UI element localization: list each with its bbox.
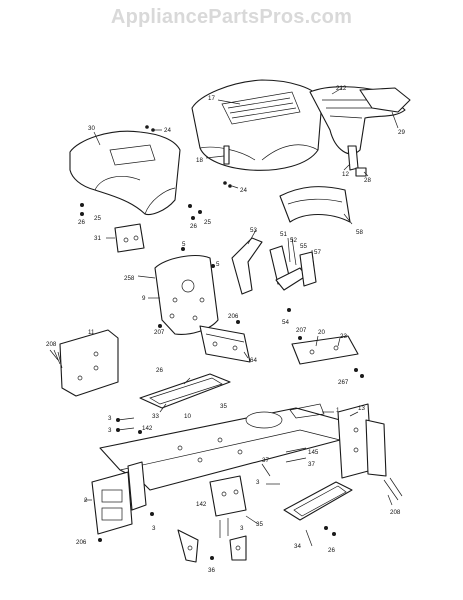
dash-panel-part[interactable] — [69, 130, 181, 216]
callout-25: 25 — [94, 215, 101, 222]
leader-lines — [84, 87, 399, 547]
callout-18: 18 — [196, 157, 203, 164]
callout-37: 37 — [308, 461, 315, 468]
callout-53: 53 — [250, 227, 257, 234]
callout-30: 30 — [88, 125, 95, 132]
callout-208: 208 — [390, 509, 401, 516]
dash-bracket-part[interactable] — [114, 223, 145, 253]
front-bumper-part[interactable] — [91, 471, 133, 535]
callout-2: 2 — [84, 497, 88, 504]
rear-plate-part[interactable] — [337, 403, 403, 501]
hood-side-grille-part[interactable] — [309, 86, 411, 155]
callout-3: 3 — [108, 427, 112, 434]
callout-206: 206 — [228, 313, 239, 320]
callout-20: 20 — [318, 329, 325, 336]
callout-26: 26 — [78, 219, 85, 226]
right-footrest-part[interactable] — [283, 481, 353, 536]
callout-64: 64 — [250, 357, 257, 364]
callout-29: 29 — [398, 129, 405, 136]
callout-212: 212 — [336, 85, 347, 92]
callout-10: 10 — [184, 413, 191, 420]
callout-145: 145 — [308, 449, 319, 456]
hood-pin-part[interactable] — [223, 145, 230, 165]
callout-267: 267 — [338, 379, 349, 386]
callout-5: 5 — [182, 241, 186, 248]
callout-34: 34 — [294, 543, 301, 550]
callout-labels: 17 212 30 24 29 18 12 28 24 26 25 26 25 … — [46, 85, 405, 574]
callout-208: 208 — [46, 341, 57, 348]
callout-3: 3 — [240, 525, 244, 532]
steering-support-plate[interactable] — [154, 247, 219, 335]
callout-33: 33 — [152, 413, 159, 420]
callout-258: 258 — [124, 275, 135, 282]
callout-26: 26 — [190, 223, 197, 230]
lower-brackets-part[interactable] — [177, 529, 247, 563]
callout-142: 142 — [142, 425, 153, 432]
left-footrest-part[interactable] — [139, 373, 231, 409]
callout-54: 54 — [282, 319, 289, 326]
callout-23: 23 — [340, 333, 347, 340]
callout-31: 31 — [94, 235, 101, 242]
side-brackets-part[interactable] — [231, 237, 317, 312]
callout-26: 26 — [328, 547, 335, 554]
callout-5: 5 — [216, 261, 220, 268]
callout-35: 35 — [220, 403, 227, 410]
callout-28: 28 — [364, 177, 371, 184]
callout-24: 24 — [240, 187, 247, 194]
callout-13: 13 — [358, 405, 365, 412]
callout-26: 26 — [156, 367, 163, 374]
callout-206: 206 — [76, 539, 87, 546]
callout-52: 52 — [290, 237, 297, 244]
callout-3: 3 — [152, 525, 156, 532]
callout-36: 36 — [208, 567, 215, 574]
callout-35: 35 — [256, 521, 263, 528]
screw-set-upper — [80, 125, 232, 220]
callout-142: 142 — [196, 501, 207, 508]
callout-51: 51 — [280, 231, 287, 238]
callout-12: 12 — [342, 171, 349, 178]
callout-57: 57 — [314, 249, 321, 256]
left-side-plate[interactable] — [49, 329, 119, 397]
callout-25: 25 — [204, 219, 211, 226]
callout-1: 1 — [336, 407, 340, 414]
callout-24: 24 — [164, 127, 171, 134]
callout-3: 3 — [256, 479, 260, 486]
callout-58: 58 — [356, 229, 363, 236]
callout-17: 17 — [208, 95, 215, 102]
callout-9: 9 — [142, 295, 146, 302]
mount-plate-part[interactable] — [291, 335, 364, 378]
axle-bracket-part[interactable] — [209, 475, 247, 538]
hood-part[interactable] — [191, 79, 323, 171]
dash-lower-part[interactable] — [199, 320, 251, 363]
callout-207: 207 — [154, 329, 165, 336]
callout-55: 55 — [300, 243, 307, 250]
callout-3: 3 — [108, 415, 112, 422]
main-frame-part[interactable] — [99, 403, 341, 511]
callout-37: 37 — [262, 457, 269, 464]
watermark: AppliancePartsPros.com — [110, 6, 353, 28]
frame-hardware — [98, 417, 307, 542]
callout-207: 207 — [296, 327, 307, 334]
heat-shield-part[interactable] — [279, 186, 351, 223]
callout-11: 11 — [88, 329, 95, 336]
hood-bracket-part[interactable] — [347, 145, 367, 177]
